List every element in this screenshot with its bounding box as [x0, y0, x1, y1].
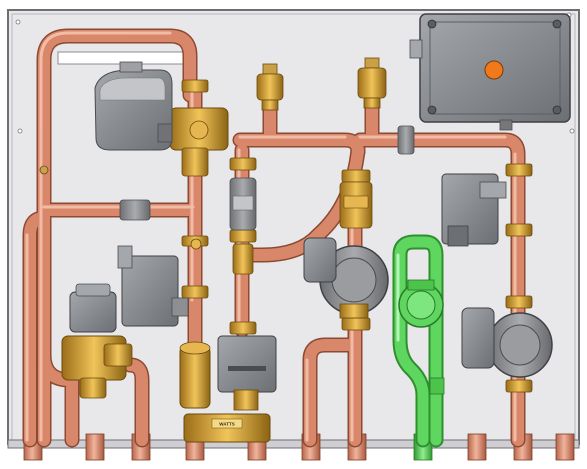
- pipe-fitting: [190, 238, 202, 250]
- valve-actuator-top: [94, 61, 173, 151]
- green-circulator-pump: [398, 279, 445, 395]
- control-box-screw: [427, 19, 437, 29]
- manifold-nameplate: WATTS: [219, 422, 234, 427]
- circulator-pump-right: [461, 307, 553, 378]
- heat-meter: [217, 335, 277, 411]
- green-pipe-loop: [392, 234, 444, 448]
- mounting-hole-left: [17, 128, 23, 134]
- mounting-hole-right: [569, 128, 575, 134]
- mixing-valve-actuator-left: [69, 283, 117, 333]
- pipe-clamps: [119, 125, 415, 221]
- three-way-valve-top: [169, 107, 229, 177]
- mounting-hole-top-left: [15, 19, 21, 25]
- zone-valve-actuator-right: [441, 173, 507, 247]
- air-vent-right: [357, 57, 387, 109]
- strainer-filter: [179, 341, 211, 409]
- circulator-pump-main: [303, 237, 389, 319]
- zone-valve-actuator-left: [117, 245, 189, 327]
- control-box: [409, 13, 571, 131]
- bottom-manifold: WATTS: [183, 413, 271, 443]
- ball-valve-middle: [229, 177, 257, 275]
- control-box-screw: [427, 105, 437, 115]
- mixing-valve-left: [61, 335, 133, 399]
- pipe-fitting: [39, 165, 49, 175]
- air-vent-left: [256, 63, 284, 111]
- control-box-screw: [552, 19, 562, 29]
- indicator-light: [484, 60, 504, 80]
- check-valve-riser: [339, 181, 373, 229]
- control-box-screw: [552, 105, 562, 115]
